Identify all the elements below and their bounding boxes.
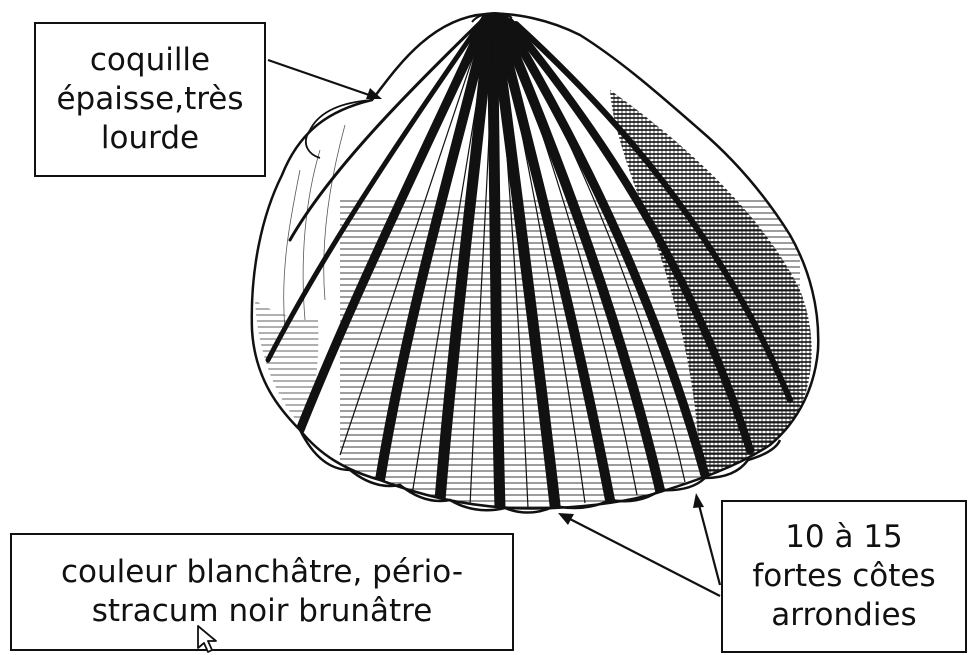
label-line: 10 à 15 xyxy=(785,518,903,557)
label-line: couleur blanchâtre, pério- xyxy=(61,553,463,592)
label-line: stracum noir brunâtre xyxy=(92,592,433,631)
arrow-ribs-to-edge xyxy=(558,513,720,596)
label-line: fortes côtes xyxy=(752,557,935,596)
label-line: coquille xyxy=(90,41,210,80)
arrow-ribs-to-rib xyxy=(693,493,720,585)
arrow-thick-shell xyxy=(268,60,382,99)
label-thick-shell: coquille épaisse,très lourde xyxy=(34,22,266,177)
label-line: épaisse,très xyxy=(56,80,243,119)
label-line: lourde xyxy=(101,119,199,158)
label-line: arrondies xyxy=(771,596,916,635)
label-ribs: 10 à 15 fortes côtes arrondies xyxy=(721,500,967,653)
mouse-cursor-icon xyxy=(196,624,218,654)
label-color: couleur blanchâtre, pério- stracum noir … xyxy=(10,533,514,651)
shell-body xyxy=(252,13,818,520)
